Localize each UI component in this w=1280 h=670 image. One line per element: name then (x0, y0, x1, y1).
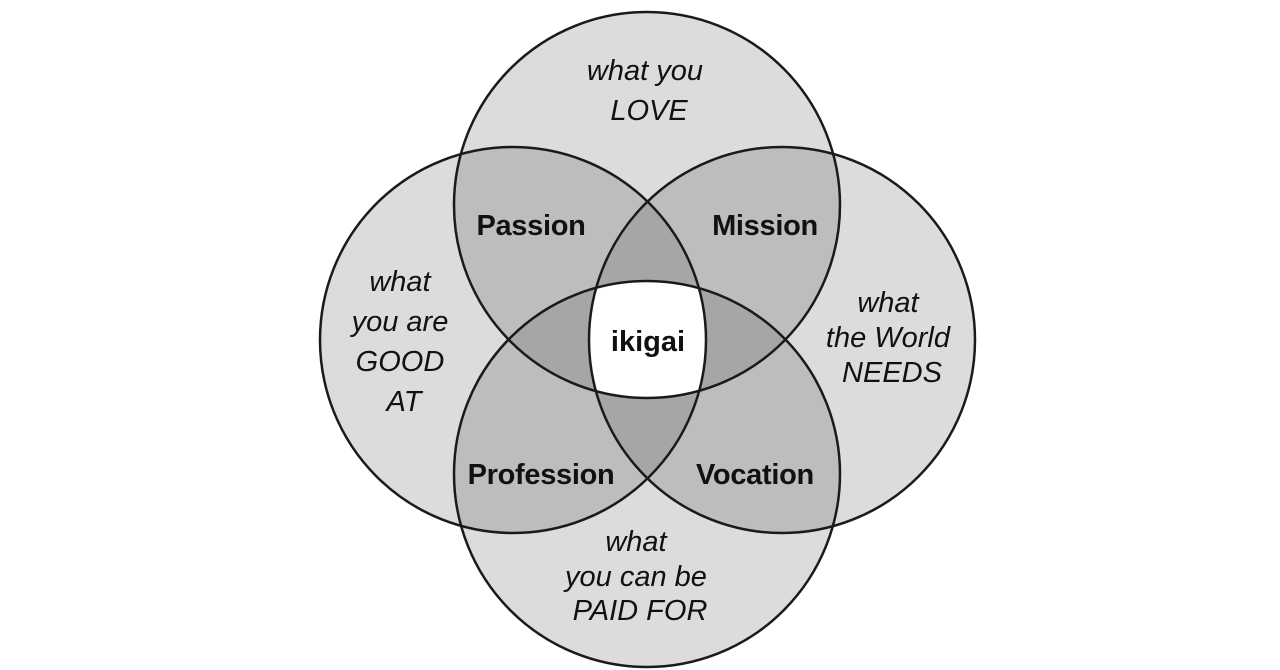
label-what-you-are-good-at: what you are GOOD AT (350, 266, 457, 418)
circle-top-outline (452, 10, 842, 400)
circle-outlines (318, 10, 977, 669)
label-what-you-can-be-paid-for: what you can be PAID FOR (563, 526, 715, 627)
label-mission: Mission (712, 210, 818, 242)
label-vocation: Vocation (696, 459, 814, 491)
label-passion: Passion (476, 210, 585, 242)
circle-right-outline (587, 145, 977, 535)
circle-bottom-outline (452, 279, 842, 669)
label-profession: Profession (468, 459, 615, 491)
label-ikigai: ikigai (611, 326, 685, 358)
circle-left-outline (318, 145, 708, 535)
label-what-the-world-needs: what the World NEEDS (826, 287, 958, 389)
label-what-you-love: what you LOVE (587, 55, 711, 127)
